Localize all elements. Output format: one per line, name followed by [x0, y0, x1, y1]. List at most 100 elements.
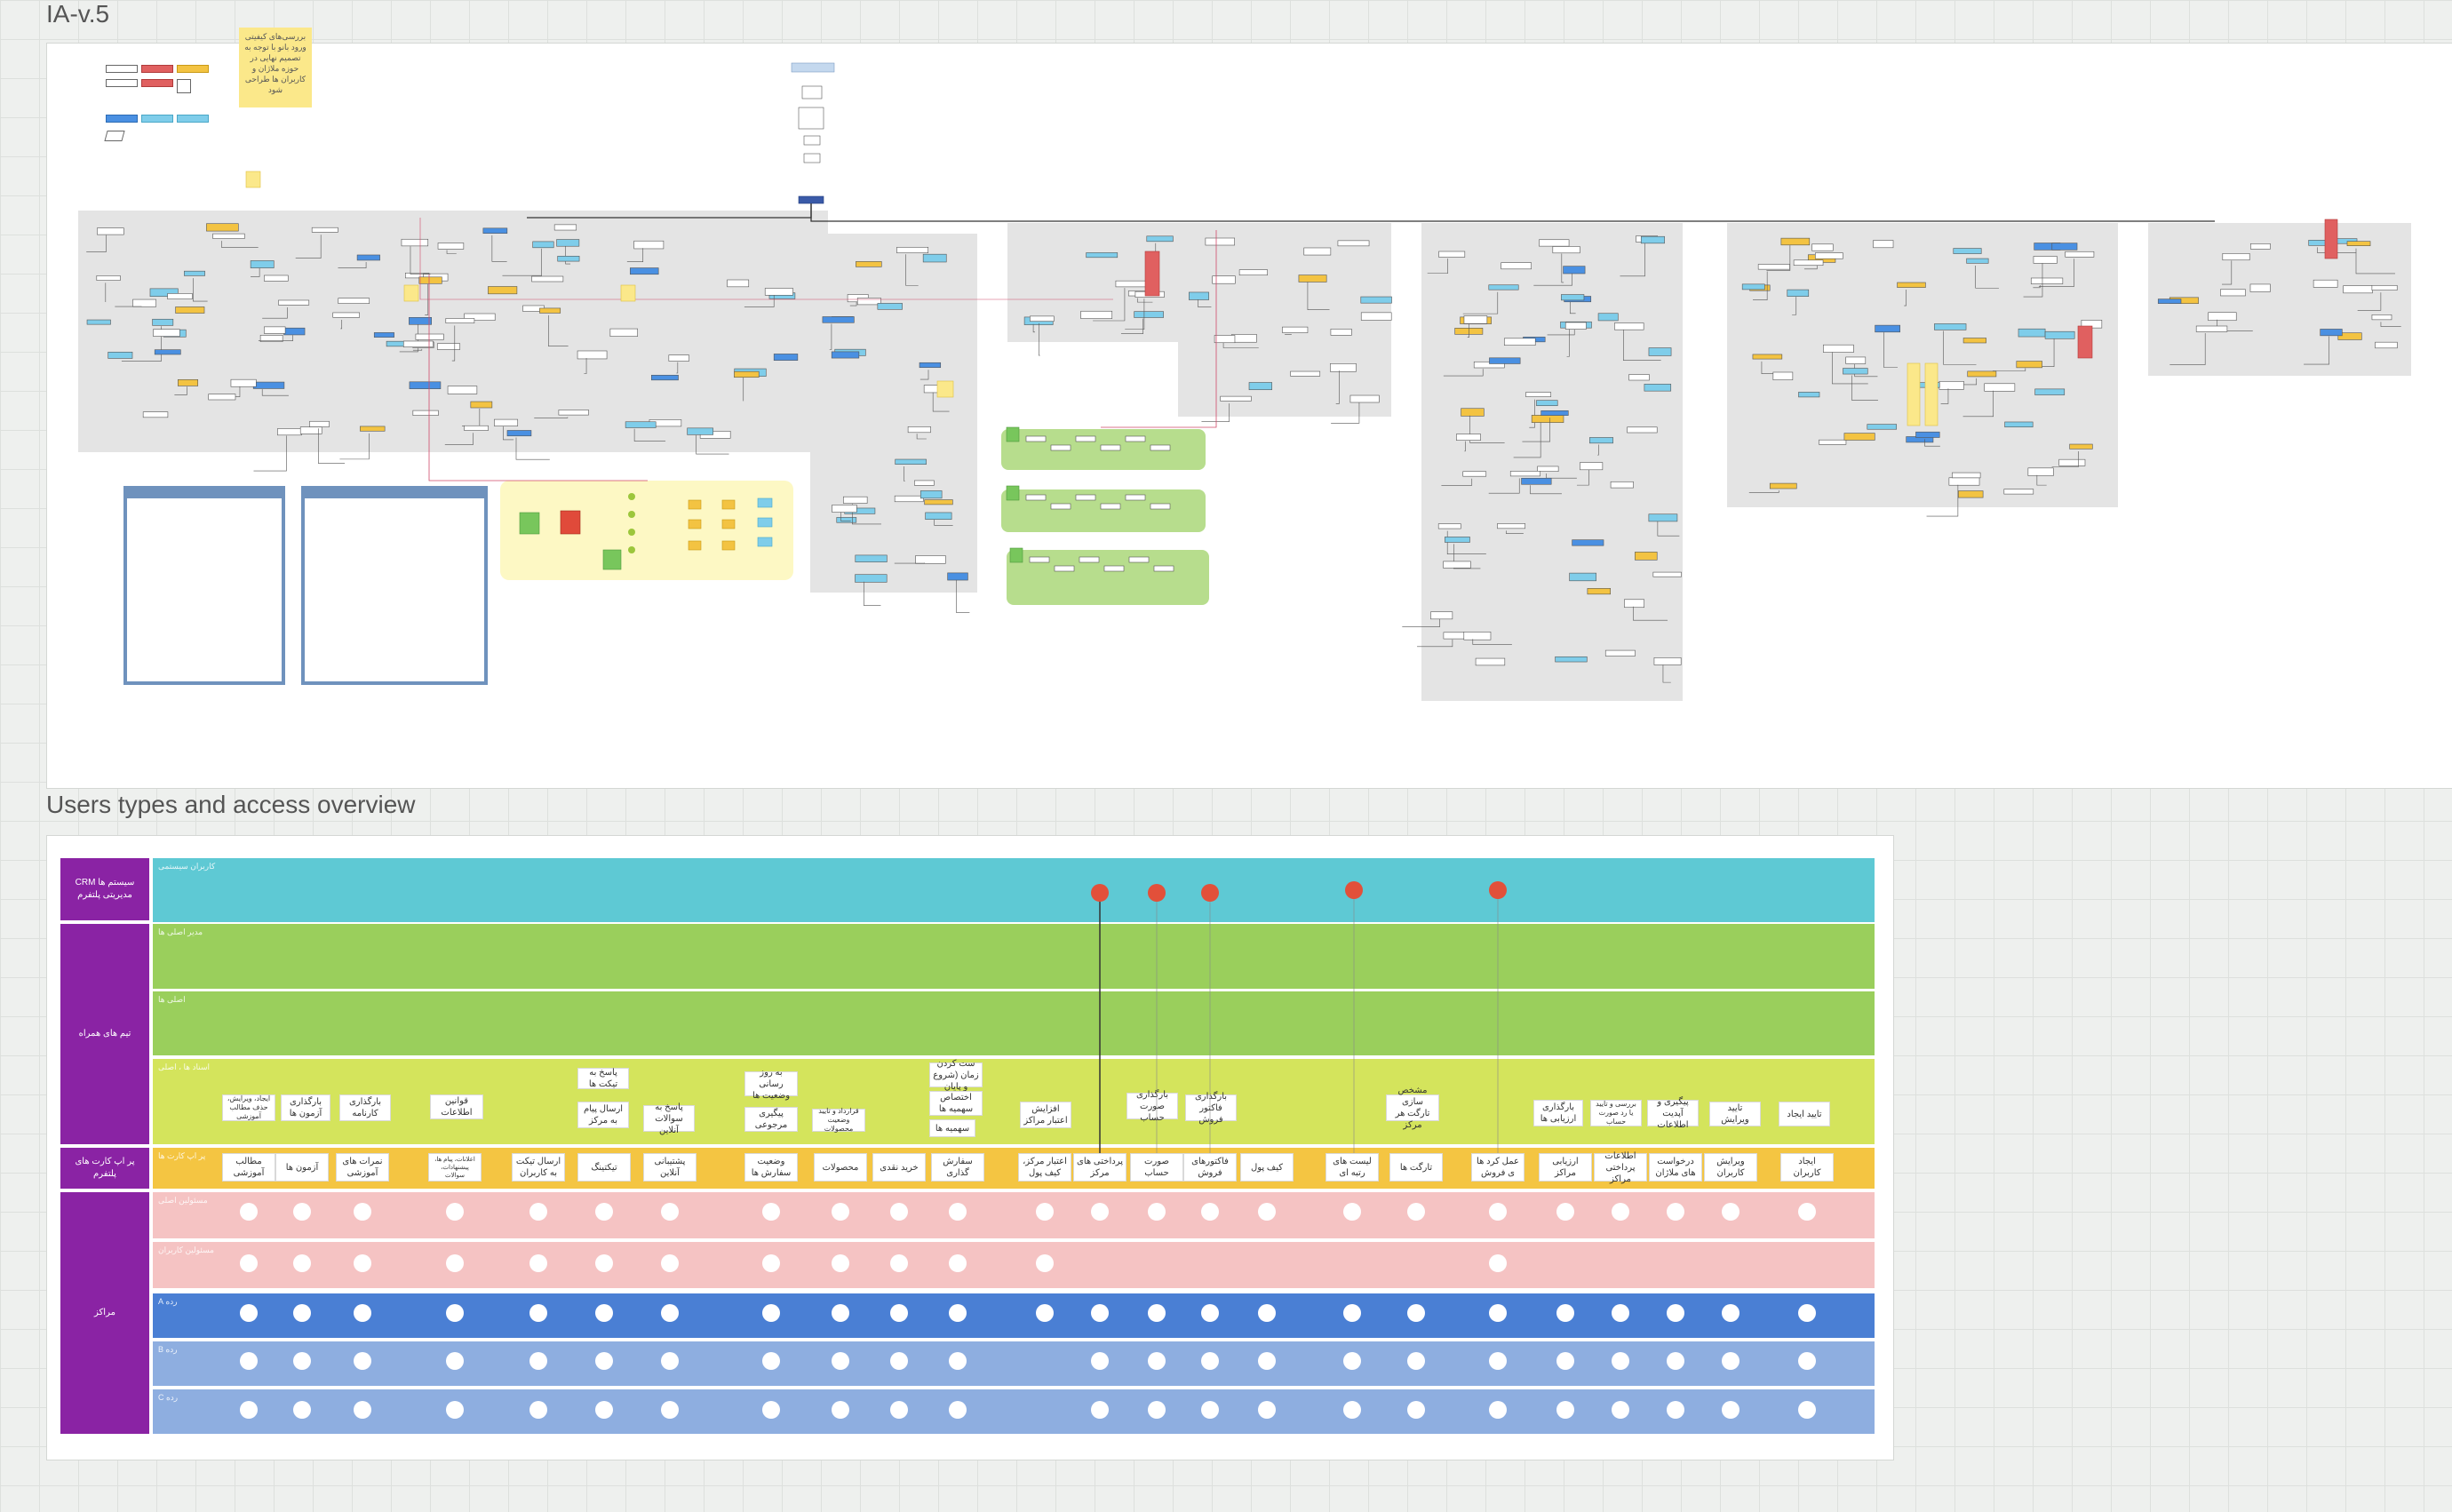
flow-node: [1648, 513, 1678, 522]
flow-node: [1501, 262, 1532, 270]
flow-node: [153, 329, 180, 337]
group-centers: مراکز: [60, 1192, 149, 1434]
perm-card[interactable]: تایید ویرایش: [1709, 1102, 1761, 1126]
feature-card[interactable]: محصولات: [814, 1153, 867, 1182]
flow-connector: [1453, 544, 1481, 569]
feature-card[interactable]: ارسال تیکت به کاربران: [512, 1153, 565, 1182]
perm-card[interactable]: به روز رسانی وضعیت ها: [744, 1068, 798, 1101]
flow-node: [2195, 325, 2228, 332]
feature-card[interactable]: سفارش گذاری: [931, 1153, 984, 1182]
feature-card[interactable]: آزمون ها: [275, 1153, 329, 1182]
flow-node: [855, 554, 888, 562]
perm-card[interactable]: اختصاص سهمیه ها: [929, 1091, 983, 1116]
flow-node: [1303, 247, 1332, 256]
perm-card[interactable]: ایجاد، ویرایش، حذف مطالب آموزشی: [222, 1094, 275, 1121]
flow-node: [1075, 494, 1096, 501]
perm-card[interactable]: بارگذاری فاکتور فروش: [1185, 1092, 1237, 1125]
flow-node: [482, 227, 508, 234]
perm-card[interactable]: بارگذاری صورت حساب: [1126, 1090, 1178, 1123]
access-dot: [1407, 1304, 1425, 1322]
flow-connector: [425, 283, 429, 315]
perm-card[interactable]: بررسی و تایید یا رد صورت حساب: [1590, 1100, 1642, 1126]
flow-node: [1075, 435, 1096, 442]
flow-node: [560, 510, 581, 535]
feature-card[interactable]: مطالب آموزشی: [222, 1153, 275, 1182]
flow-node: [721, 519, 736, 529]
flow-node: [1214, 335, 1236, 344]
perm-card[interactable]: بارگذاری ارزیابی ها: [1533, 1100, 1583, 1126]
feature-card[interactable]: لیست های رتبه ای: [1326, 1153, 1379, 1182]
flow-connector: [1904, 289, 1907, 306]
feature-card[interactable]: اطلاعات پرداختی مراکز: [1594, 1151, 1647, 1184]
flow-node: [264, 275, 289, 282]
flow-node: [1100, 444, 1121, 451]
perm-card[interactable]: تایید ایجاد: [1779, 1102, 1830, 1126]
access-dot: [354, 1401, 371, 1419]
feature-card[interactable]: پرداختی های مرکز: [1073, 1153, 1126, 1182]
feature-card[interactable]: ایجاد کاربران: [1780, 1153, 1834, 1182]
perm-card[interactable]: بارگذاری کارنامه: [339, 1094, 391, 1121]
feature-card[interactable]: فاکتورهای فروش: [1183, 1153, 1237, 1182]
feature-card[interactable]: پشتیبانی آنلاین: [643, 1153, 697, 1182]
flow-node: [1610, 481, 1634, 489]
perm-card[interactable]: قرارداد و تایید وضعیت محصولات: [812, 1107, 865, 1133]
perm-card[interactable]: افزایش اعتبار مراکز: [1020, 1102, 1071, 1128]
perm-card[interactable]: پیگیری مرجوعی: [744, 1107, 798, 1132]
flow-node: [2313, 279, 2338, 288]
feature-card[interactable]: کیف پول: [1240, 1153, 1294, 1182]
perm-card[interactable]: مشخص سازی تارگت هر مرکز: [1386, 1086, 1439, 1130]
flow-node: [1462, 471, 1487, 477]
flow-connector: [1924, 439, 1940, 447]
flow-node: [1238, 269, 1268, 276]
sticky-note[interactable]: بررسی‌های کیفیتی ورود بانو با توجه به تص…: [239, 28, 312, 107]
perm-card[interactable]: ست کردن زمان (شروع و پایان: [929, 1059, 983, 1092]
flow-connector: [221, 241, 259, 248]
feature-card[interactable]: نمرات های آموزشی: [336, 1153, 389, 1182]
feature-card[interactable]: عمل کرد ها ی فروش: [1471, 1153, 1525, 1182]
flow-node: [332, 312, 360, 318]
feature-card[interactable]: خرید نقدی: [872, 1153, 926, 1182]
perm-card[interactable]: قوانین اطلاعات: [430, 1094, 483, 1119]
perm-card[interactable]: پیگیری و آپدیت اطلاعات: [1647, 1097, 1699, 1130]
flow-node: [1054, 565, 1075, 572]
access-dot: [949, 1304, 967, 1322]
feature-card[interactable]: تیکتینگ: [577, 1153, 631, 1182]
feature-card[interactable]: اعلانات، پیام ها، پیشنهادات، سوالات: [428, 1153, 482, 1182]
feature-card[interactable]: ویرایش کاربران: [1704, 1153, 1757, 1182]
flow-node: [470, 401, 493, 409]
feature-card[interactable]: اعتبار مرکز، کیف پول: [1018, 1153, 1071, 1182]
feature-card[interactable]: ارزیابی مراکز: [1539, 1153, 1592, 1182]
flow-node: [1337, 240, 1370, 247]
flow-connector: [1620, 243, 1645, 277]
perm-card[interactable]: پاسخ به سوالات آنلاین: [643, 1102, 695, 1135]
flow-connector: [1402, 618, 1440, 627]
access-dot: [1343, 1203, 1361, 1221]
access-dot: [1343, 1304, 1361, 1322]
flow-node: [557, 255, 580, 262]
perm-card[interactable]: سهمیه ها: [929, 1119, 975, 1137]
perm-card[interactable]: ارسال پیام به مرکز: [577, 1102, 629, 1128]
flow-node: [1349, 394, 1380, 403]
ia-frame[interactable]: بررسی‌های کیفیتی ورود بانو با توجه به تص…: [46, 28, 2452, 789]
flow-node: [1189, 291, 1209, 300]
feature-card[interactable]: وضعیت سفارش ها: [744, 1153, 798, 1182]
perm-card[interactable]: بارگذاری آزمون ها: [281, 1094, 330, 1121]
flow-node: [2016, 361, 2042, 369]
flow-node: [2220, 289, 2246, 297]
perm-card[interactable]: پاسخ به تیکت ها: [577, 1068, 629, 1089]
flow-connector: [1331, 402, 1360, 424]
flow-connector: [1469, 415, 1505, 443]
access-dot: [595, 1401, 613, 1419]
feature-card[interactable]: درخواست های ملاژان: [1649, 1153, 1702, 1182]
flow-node: [1298, 275, 1327, 283]
flow-node: [1624, 599, 1644, 609]
lane-system-users: کاربران سیستمی: [153, 858, 1875, 922]
access-dot: [529, 1352, 547, 1370]
flow-connector: [1462, 291, 1499, 314]
access-dot: [762, 1254, 780, 1272]
flow-connector: [262, 306, 288, 319]
feature-card[interactable]: تارگت ها: [1389, 1153, 1443, 1182]
feature-card[interactable]: صورت حساب: [1130, 1153, 1183, 1182]
access-dot: [1722, 1352, 1739, 1370]
flow-connector: [1441, 478, 1473, 486]
